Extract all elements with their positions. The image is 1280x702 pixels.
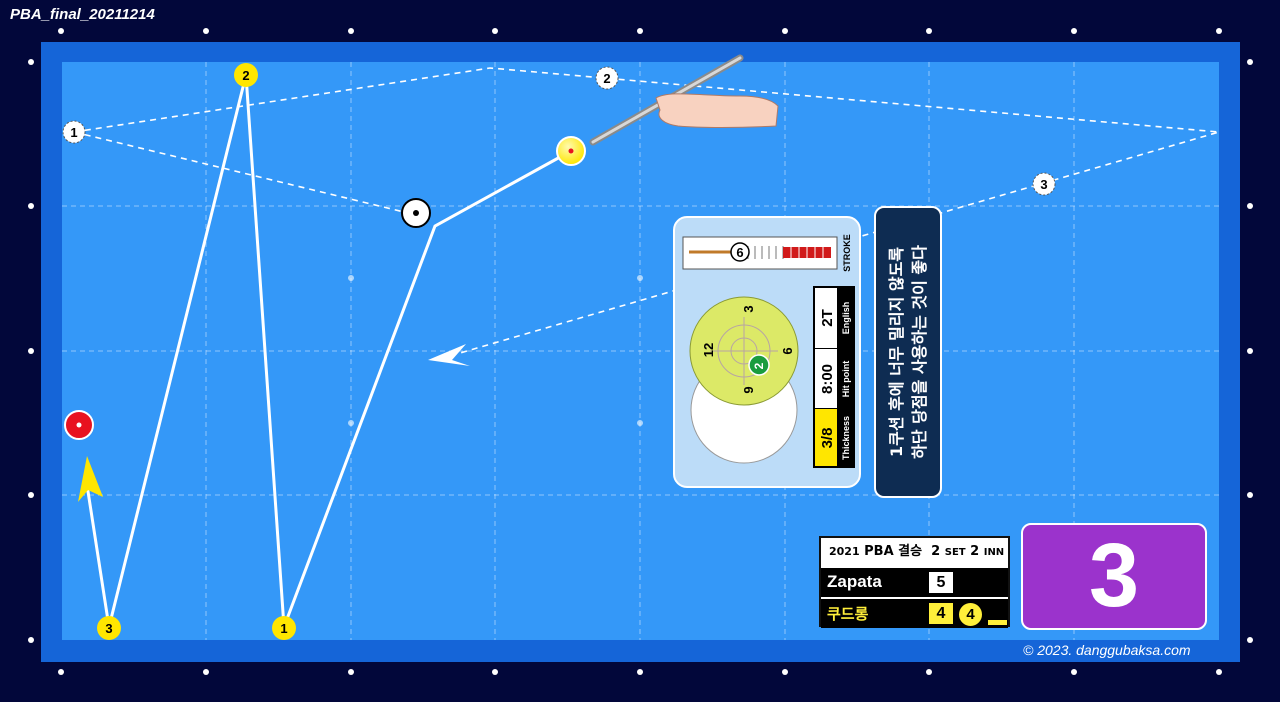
ghost-marker-1: 1 (62, 120, 86, 144)
cue-ball (556, 136, 586, 166)
player-name: 쿠드롱 (827, 605, 869, 623)
params-table: 2T 8:00 3/8 English Hit point Thickness (813, 286, 855, 468)
arrow-head-icon (78, 456, 103, 502)
diagram-title: PBA_final_20211214 (10, 6, 155, 23)
tip-text: 1쿠션 후에 너무 밀리지 않도록 하단 당점을 사용하는 것이 좋다 (885, 212, 931, 492)
svg-text:1: 1 (280, 621, 287, 636)
inning-number: 2 (970, 544, 980, 559)
ghost-path (73, 67, 1220, 361)
path-marker-1: 1 (272, 616, 296, 640)
english-value: 2T (819, 309, 836, 327)
svg-text:2: 2 (603, 71, 610, 86)
svg-text:1: 1 (70, 125, 77, 140)
tip-line-1: 1쿠션 후에 너무 밀리지 않도록 (887, 246, 906, 458)
set-label: SET (944, 547, 966, 558)
player-name: Zapata (827, 572, 882, 591)
arrow-head-icon (428, 344, 470, 366)
hit-point-label: Hit point (841, 361, 851, 398)
player-row: 쿠드롱 4 4 (821, 597, 1008, 628)
red-ball (64, 410, 94, 440)
player-score: 5 (929, 572, 953, 593)
player-row: Zapata 5 (821, 566, 1008, 597)
svg-text:3: 3 (1040, 177, 1047, 192)
set-number: 2 (931, 544, 941, 559)
tip-line-2: 하단 당점을 사용하는 것이 좋다 (910, 245, 929, 459)
clock-label: 9 (741, 386, 756, 393)
ghost-path-back (73, 131, 405, 213)
scoreboard-header: 2021 PBA 결승 2 SET 2 INN (821, 538, 1008, 566)
spots (348, 275, 643, 426)
player-score: 4 (929, 603, 953, 624)
hit-point-value: 8:00 (819, 364, 836, 394)
shot-info-svg: 6 STROKE 2 3 6 9 12 (682, 234, 855, 468)
hit-point-marker: 2 (752, 362, 766, 369)
scoreboard: 2021 PBA 결승 2 SET 2 INN Zapata 5 쿠드롱 4 4 (819, 536, 1010, 628)
match-event: PBA 결승 (864, 544, 923, 559)
inning-label: INN (983, 547, 1005, 558)
path-marker-2: 2 (234, 63, 258, 87)
svg-text:2: 2 (242, 68, 249, 83)
diamonds (28, 28, 1253, 675)
hand-cue-icon (589, 54, 779, 146)
stroke-label: STROKE (842, 234, 852, 272)
ghost-marker-2: 2 (595, 66, 619, 90)
turn-indicator (988, 620, 1007, 625)
tip-box: 1쿠션 후에 너무 밀리지 않도록 하단 당점을 사용하는 것이 좋다 (874, 206, 942, 498)
clock-label: 3 (741, 305, 756, 312)
player-inning-score: 4 (958, 602, 983, 627)
aim-diagram: 2 3 6 9 12 (689, 296, 799, 464)
cue-ball-path (85, 74, 572, 628)
ghost-marker-3: 3 (1032, 172, 1056, 196)
clock-label: 12 (701, 343, 716, 357)
stroke-meter: 6 STROKE (682, 234, 852, 272)
match-year: 2021 (829, 545, 860, 558)
svg-text:3: 3 (105, 621, 112, 636)
shot-info-panel: 6 STROKE 2 3 6 9 12 (673, 216, 861, 488)
path-marker-3: 3 (97, 616, 121, 640)
thickness-value: 3/8 (819, 428, 836, 449)
object-ball (401, 198, 431, 228)
english-label: English (841, 302, 851, 335)
thickness-label: Thickness (841, 416, 851, 460)
stroke-value: 6 (736, 245, 743, 260)
copyright: © 2023. danggubaksa.com (1023, 642, 1191, 658)
clock-label: 6 (780, 347, 795, 354)
big-number-box: 3 (1021, 523, 1207, 630)
